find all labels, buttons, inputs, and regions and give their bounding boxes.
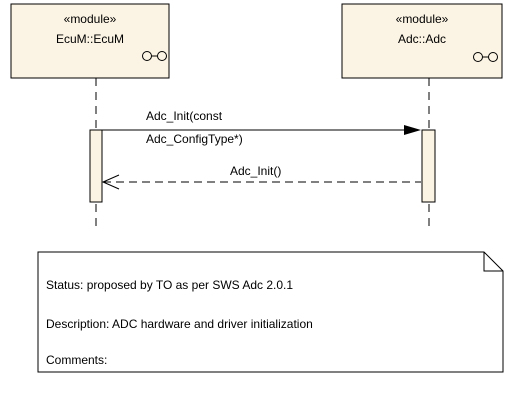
stereotype-adc: «module» [395, 12, 449, 26]
message-label-return: Adc_Init() [230, 164, 282, 178]
component-link-icon [473, 52, 498, 62]
activation-bar-adc [421, 129, 436, 203]
module-name-adc: Adc::Adc [397, 32, 447, 46]
module-box-adc[interactable] [341, 3, 503, 79]
component-link-icon [142, 51, 167, 61]
note-description: Description: ADC hardware and driver ini… [46, 317, 313, 331]
note-comments: Comments: [46, 353, 108, 367]
message-arrow-return[interactable] [101, 174, 421, 190]
stereotype-ecum: «module» [63, 12, 117, 26]
message-label-call-line1: Adc_Init(const [146, 109, 223, 123]
activation-bar-ecum [89, 129, 103, 203]
message-arrow-call[interactable] [102, 125, 421, 135]
note-box[interactable] [37, 251, 504, 373]
module-box-ecum[interactable] [10, 3, 170, 79]
module-name-ecum: EcuM::EcuM [55, 32, 124, 46]
message-label-call-line2: Adc_ConfigType*) [146, 132, 243, 146]
note-status: Status: proposed by TO as per SWS Adc 2.… [46, 278, 294, 292]
